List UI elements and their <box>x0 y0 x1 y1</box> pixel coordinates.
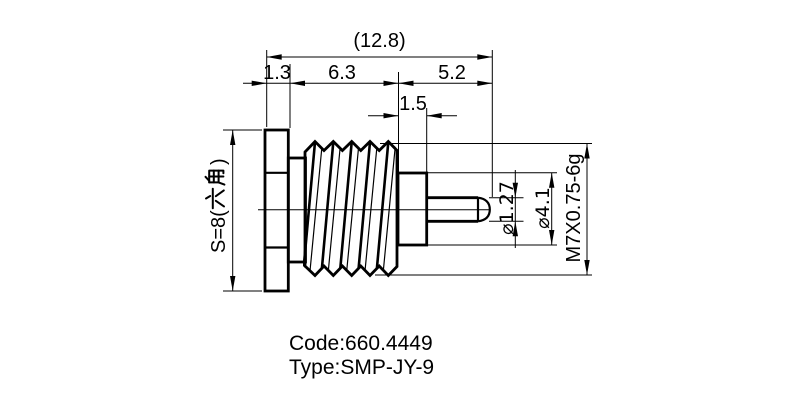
part-outline <box>263 128 491 293</box>
dim-front-section-length: 5.2 <box>438 62 466 84</box>
extension-lines <box>223 50 592 292</box>
cjk-hexagon-glyphs <box>204 169 226 210</box>
hex-label-suffix: ) <box>208 158 230 165</box>
part-code-text: Code:660.4449 <box>289 332 433 355</box>
collar <box>396 171 429 247</box>
dim-overall-length: (12.8) <box>353 30 405 52</box>
thread-helix-lines <box>303 141 396 276</box>
dim-pin-diameter: ⌀1.27 <box>496 181 518 235</box>
dimension-arrowheads <box>230 54 590 291</box>
dim-hex-size-label: S=8( ) <box>204 158 230 253</box>
dim-thread-section-length: 6.3 <box>328 62 356 84</box>
dim-collar-diameter: ⌀4.1 <box>532 187 554 229</box>
hex-flange <box>263 128 290 293</box>
dim-thread-spec: M7X0.75-6g <box>563 154 585 263</box>
dim-collar-length: 1.5 <box>399 93 427 115</box>
thread-body <box>303 139 399 278</box>
dim-flange-thickness: 1.3 <box>263 62 291 84</box>
contact-pin <box>426 196 491 223</box>
pin-nose-arc <box>477 196 491 223</box>
part-type-text: Type:SMP-JY-9 <box>289 356 434 379</box>
hex-label-prefix: S=8( <box>208 210 230 253</box>
